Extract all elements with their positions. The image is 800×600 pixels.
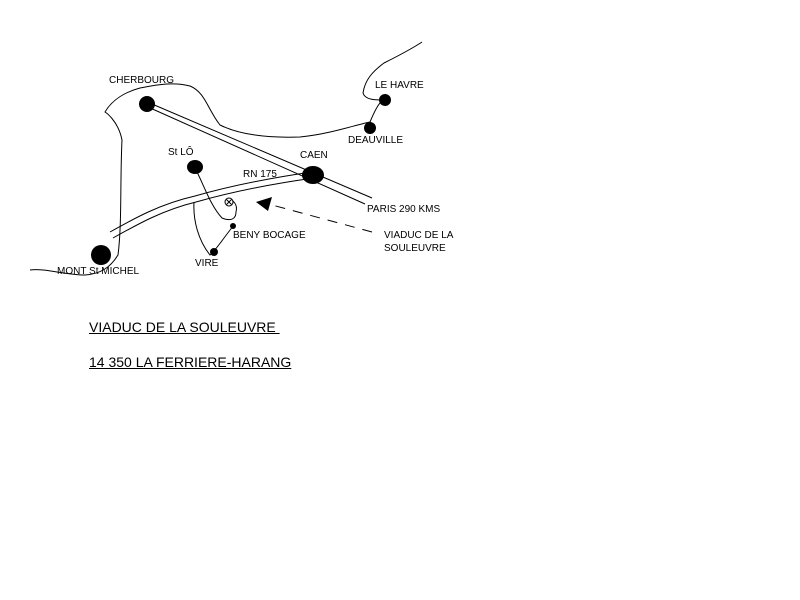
label-st-lo: St LÔ [168,147,194,158]
road-st-lo-beny-bocage [194,167,237,221]
caen-marker [302,166,324,184]
road-rn175-a [109,171,313,233]
vire-marker [210,248,218,256]
viaduct-pointer-arrowhead [256,197,272,211]
road-cherbourg-paris-a [144,100,373,199]
caption-address: 14 350 LA FERRIERE-HARANG [89,354,292,370]
label-deauville: DEAUVILLE [348,135,404,146]
road-rn175-b [112,177,315,239]
label-viaduct-line2: SOULEUVRE [384,243,446,254]
beny-bocage-marker [230,223,236,229]
viaduct-pointer-line [271,204,373,233]
road-cherbourg-paris-b [147,106,366,205]
caption-title: VIADUC DE LA SOULEUVRE [89,319,280,335]
road-to-vire [193,201,235,256]
label-rn175: RN 175 [243,169,277,180]
label-viaduct-line1: VIADUC DE LA [384,230,454,241]
deauville-marker [364,122,376,134]
label-paris: PARIS 290 KMS [367,204,441,215]
coastline [29,41,423,276]
label-vire: VIRE [195,258,219,269]
label-cherbourg: CHERBOURG [109,75,175,86]
st-lo-marker [187,160,203,174]
label-le-havre: LE HAVRE [375,80,424,91]
viaduct-location-marker [224,197,234,207]
label-mont-st-michel: MONT St MICHEL [57,266,140,277]
label-caen: CAEN [300,150,328,161]
le-havre-marker [379,94,391,106]
cherbourg-marker [139,96,155,112]
label-beny-bocage: BENY BOCAGE [233,230,306,241]
mont-st-michel-marker [91,245,111,265]
